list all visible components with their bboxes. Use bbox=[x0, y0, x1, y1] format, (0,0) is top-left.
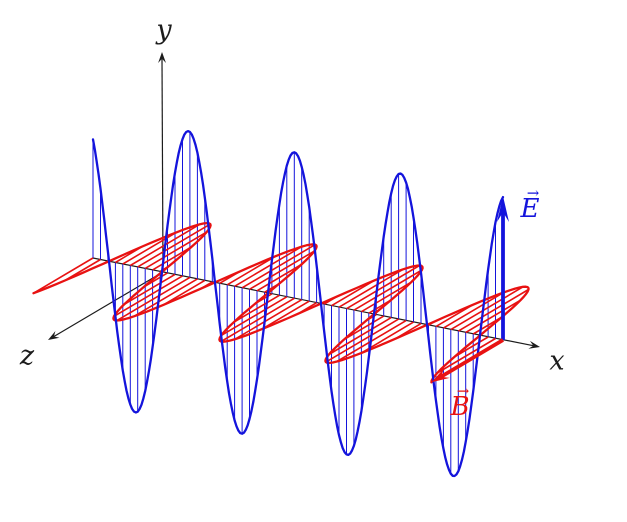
e-field-vector-label: → E bbox=[520, 186, 540, 224]
b-vector-shaft bbox=[440, 338, 504, 379]
x-axis-label: x bbox=[549, 345, 565, 377]
e-field-letter: E bbox=[520, 194, 540, 224]
coordinate-axes bbox=[48, 52, 540, 349]
z-axis-line bbox=[53, 271, 164, 338]
e-vector-arrowhead bbox=[497, 196, 509, 222]
x-axis-arrowhead bbox=[528, 340, 540, 349]
field-vectors bbox=[431, 196, 509, 383]
z-axis-arrowhead bbox=[48, 331, 60, 340]
x-axis-line bbox=[92, 257, 534, 347]
y-axis-line bbox=[161, 58, 164, 273]
b-field-letter: B bbox=[450, 392, 470, 422]
b-field-vector-label: → B bbox=[450, 384, 470, 422]
y-axis-arrowhead bbox=[158, 52, 166, 63]
b-field-curve bbox=[32, 221, 530, 384]
y-axis-label: y bbox=[156, 14, 172, 46]
z-axis-label: z bbox=[19, 340, 35, 372]
b-vector-arrowhead bbox=[431, 368, 450, 383]
e-field-curve bbox=[91, 129, 505, 478]
